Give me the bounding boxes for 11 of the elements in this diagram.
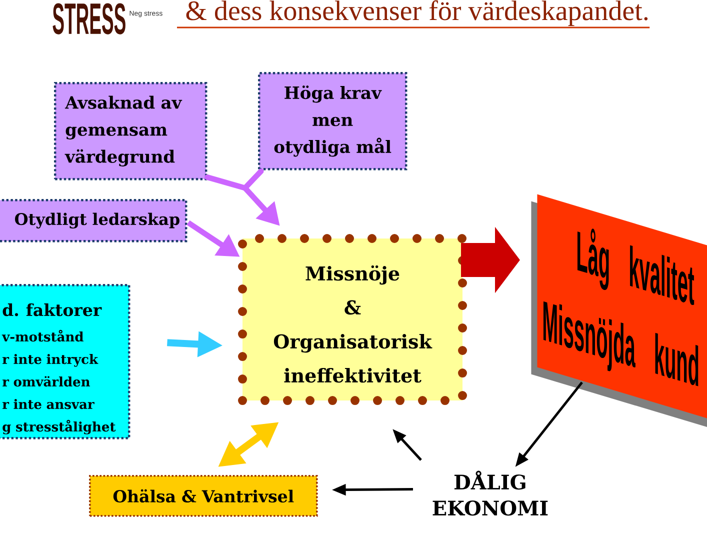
cause-box: Höga krav men otydliga mål xyxy=(258,72,408,170)
text-label: DÅLIG EKONOMI xyxy=(432,470,548,516)
cause-box: Avsaknad av gemensam värdegrund xyxy=(54,82,208,180)
connector-line xyxy=(242,168,264,191)
cause-box: Otydligt ledarskap xyxy=(0,199,188,242)
title: & dess konsekvenser för värdeskapandet. xyxy=(177,0,650,28)
factor-box: d. faktorer v-motstånd r inte intryck r omvärlden r inte ansvar g stresstålighet xyxy=(0,284,130,440)
wordart-heading: STRESS xyxy=(52,3,126,34)
problem-box: Missnöje & Organisatorisk ineffektivitet xyxy=(238,234,467,405)
effect-box: Ohälsa & Vantrivsel xyxy=(89,475,318,517)
consequence-panel: Låg kvalitet Missnöjda kund xyxy=(531,194,707,428)
